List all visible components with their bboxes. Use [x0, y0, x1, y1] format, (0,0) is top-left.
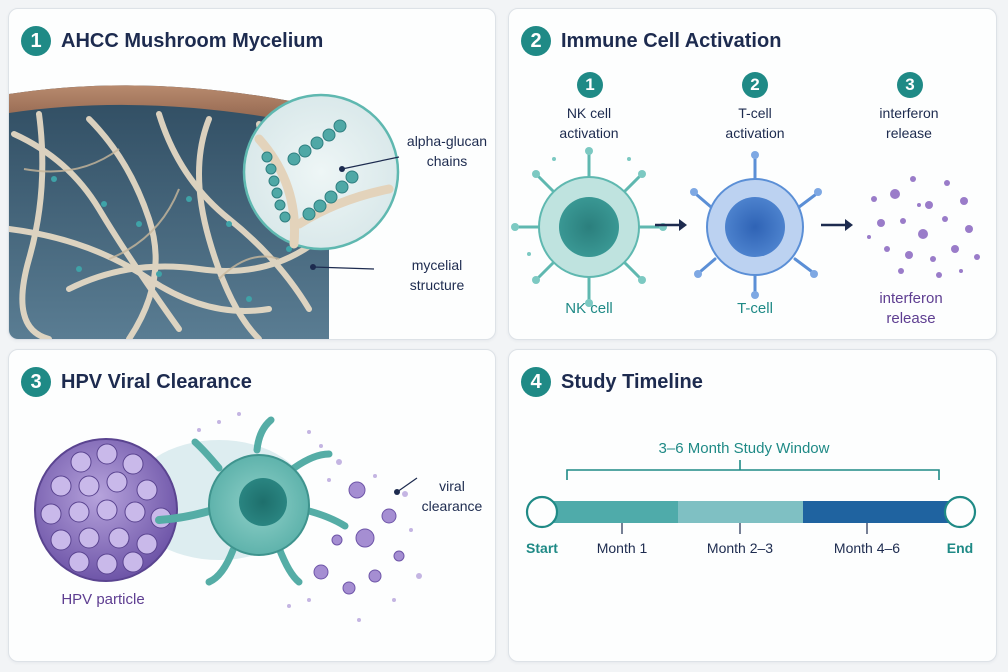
- panel-heading: AHCC Mushroom Mycelium: [61, 29, 324, 52]
- timeline-label-month-1: Month 1: [596, 540, 648, 556]
- panel-heading: HPV Viral Clearance: [61, 370, 252, 393]
- panel-title: 1 AHCC Mushroom Mycelium: [21, 26, 323, 56]
- panel-number-badge: 2: [521, 26, 551, 56]
- label-alpha-glucan: alpha-glucan chains: [406, 133, 488, 169]
- panel-number-badge: 3: [21, 367, 51, 397]
- panel-clearance: 3 HPV Viral Clearance HPV particle viral…: [8, 349, 496, 662]
- label-viral-clearance: viral clearance: [421, 478, 483, 514]
- caption-interferon-release: interferon release: [879, 105, 939, 141]
- timeline-label-month-4-6: Month 4–6: [833, 540, 901, 556]
- clearance-illustration: [34, 412, 422, 622]
- timeline-segment-month-2-3: [678, 501, 803, 523]
- panel-heading: Immune Cell Activation: [561, 29, 782, 52]
- timeline-illustration: [525, 460, 977, 534]
- timeline-start-label: Start: [526, 540, 558, 556]
- panel-title: 2 Immune Cell Activation: [521, 26, 781, 56]
- t-cell-graphic: [690, 151, 822, 299]
- timeline-end-label: End: [946, 540, 974, 556]
- panel-title: 3 HPV Viral Clearance: [21, 367, 252, 397]
- panel-mycelium: 1 AHCC Mushroom Mycelium alpha-glucan ch…: [8, 8, 496, 340]
- immune-illustration: [511, 147, 980, 307]
- label-hpv-particle: HPV particle: [61, 591, 145, 608]
- nk-cell-graphic: [511, 147, 667, 307]
- panel-title: 4 Study Timeline: [521, 367, 703, 397]
- interferon-particles: [867, 176, 980, 278]
- label-t-cell: T-cell: [737, 300, 773, 317]
- caption-nk-activation: NK cell activation: [559, 105, 619, 141]
- timeline-label-month-2-3: Month 2–3: [706, 540, 774, 556]
- panel-heading: Study Timeline: [561, 370, 703, 393]
- timeline-segment-month-1: [553, 501, 678, 523]
- timeline-start-marker: [525, 495, 559, 529]
- study-window-label: 3–6 Month Study Window: [658, 440, 830, 457]
- label-interferon-release: interferon release: [879, 290, 943, 327]
- caption-tcell-activation: T-cell activation: [725, 105, 785, 141]
- immune-cell-graphic: [191, 416, 349, 586]
- panel-number-badge: 4: [521, 367, 551, 397]
- panel-timeline: 4 Study Timeline 3–6 Month Study Window …: [508, 349, 997, 662]
- viral-debris: [313, 481, 405, 595]
- step-badge-interferon: 3: [897, 72, 923, 98]
- panel-number-badge: 1: [21, 26, 51, 56]
- timeline-end-marker: [943, 495, 977, 529]
- mycelium-illustration: [9, 85, 400, 339]
- timeline-segment-month-4-6: [803, 501, 949, 523]
- label-mycelial-structure: mycelial structure: [409, 257, 465, 293]
- panel-immune: 2 Immune Cell Activation 1 2 3 NK cell a…: [508, 8, 997, 340]
- step-badge-tcell: 2: [742, 72, 768, 98]
- hpv-particle-graphic: [34, 438, 178, 582]
- label-nk-cell: NK cell: [565, 300, 613, 317]
- step-badge-nk: 1: [577, 72, 603, 98]
